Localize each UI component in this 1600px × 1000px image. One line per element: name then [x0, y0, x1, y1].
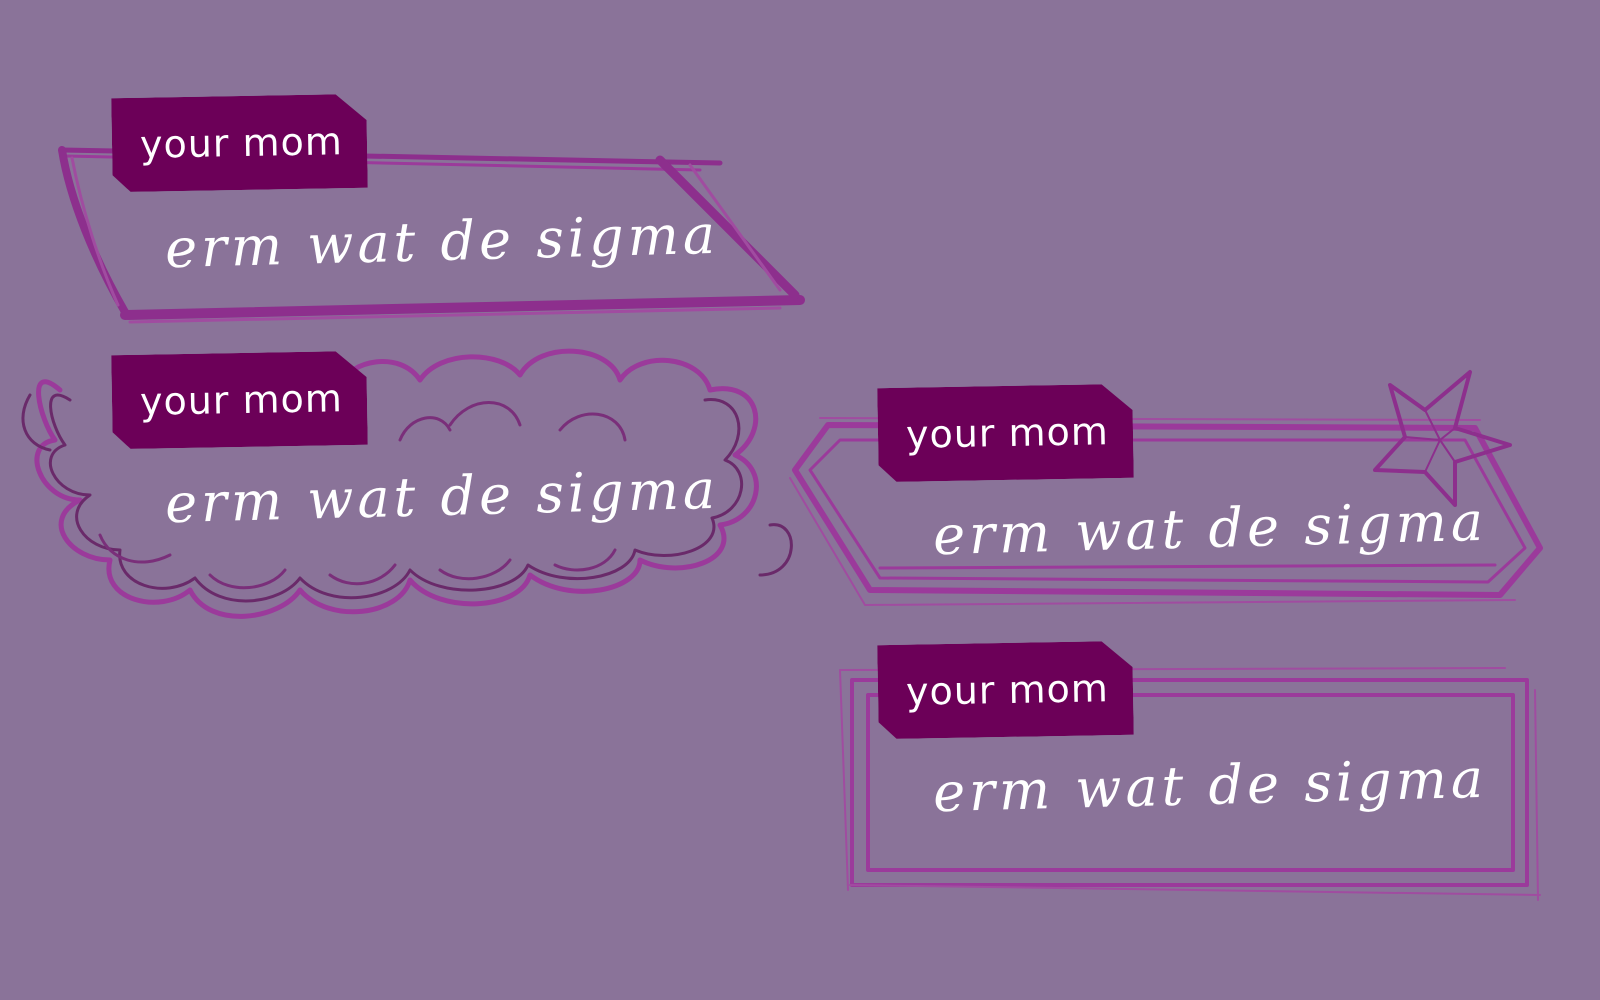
cloud-frame [21, 348, 793, 619]
hexagon-frame [789, 417, 1543, 606]
tag-label: your mom [111, 94, 368, 192]
tag-label: your mom [877, 641, 1134, 739]
double-rectangle-frame [839, 667, 1541, 901]
tag-label: your mom [877, 384, 1134, 482]
tag-label: your mom [111, 351, 368, 449]
star-icon [1373, 370, 1512, 507]
